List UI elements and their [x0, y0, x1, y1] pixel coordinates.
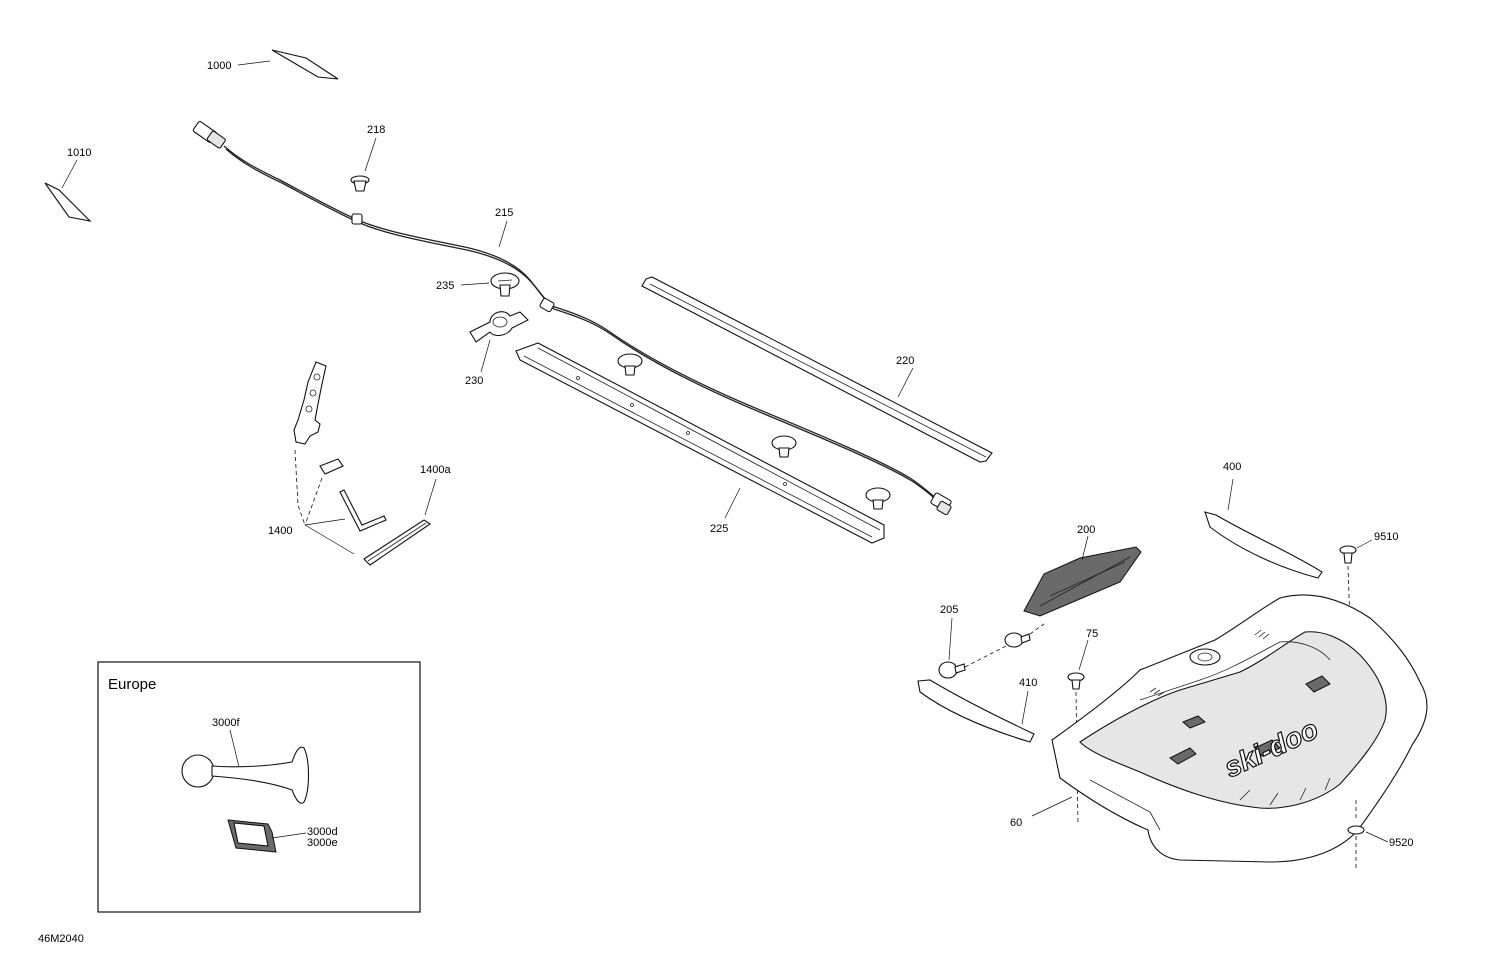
- inset-title: Europe: [108, 676, 156, 693]
- callout-3000f: 3000f: [212, 717, 240, 729]
- callout-400: 400: [1223, 461, 1241, 473]
- part-200-taillight: [1023, 535, 1142, 617]
- callout-205: 205: [940, 604, 958, 616]
- callout-200: 200: [1077, 524, 1095, 536]
- part-3000d-3000e-module: [227, 819, 307, 853]
- part-410-decal: [917, 679, 1035, 743]
- callout-410: 410: [1019, 677, 1037, 689]
- callout-9510: 9510: [1374, 531, 1398, 543]
- part-3000f-horn: [181, 729, 310, 804]
- callout-235: 235: [436, 280, 454, 292]
- callout-1000: 1000: [207, 60, 231, 72]
- part-1400-tool-kit: [293, 361, 437, 566]
- callout-1400: 1400: [268, 525, 292, 537]
- callout-3000e: 3000e: [307, 837, 338, 849]
- part-205-fasteners: [938, 617, 1045, 679]
- part-225-rail: [515, 342, 891, 544]
- callout-215: 215: [495, 207, 513, 219]
- callout-220: 220: [896, 355, 914, 367]
- part-230-cable-bracket: [469, 311, 529, 373]
- part-218-push-rivet: [350, 137, 377, 192]
- part-215-wiring-harness: [192, 121, 952, 516]
- part-1010-decal: [44, 159, 92, 222]
- callout-60: 60: [1010, 817, 1022, 829]
- part-1000-decal: [237, 49, 339, 80]
- callout-9520: 9520: [1389, 837, 1413, 849]
- part-9520-fastener: [1347, 800, 1389, 868]
- part-235-fastener: [460, 272, 520, 297]
- callout-75: 75: [1086, 628, 1098, 640]
- part-220-trim-strip: [641, 276, 993, 463]
- callout-230: 230: [465, 375, 483, 387]
- part-60-rear-body: ski-doo: [1031, 594, 1428, 863]
- callout-225: 225: [710, 523, 728, 535]
- europe-inset-box: [97, 661, 421, 913]
- callout-3000d: 3000d: [307, 826, 338, 838]
- callout-1400a: 1400a: [420, 464, 451, 476]
- figure-code: 46M2040: [38, 933, 84, 945]
- callout-218: 218: [367, 124, 385, 136]
- part-400-decal: [1204, 478, 1323, 579]
- callout-1010: 1010: [67, 147, 91, 159]
